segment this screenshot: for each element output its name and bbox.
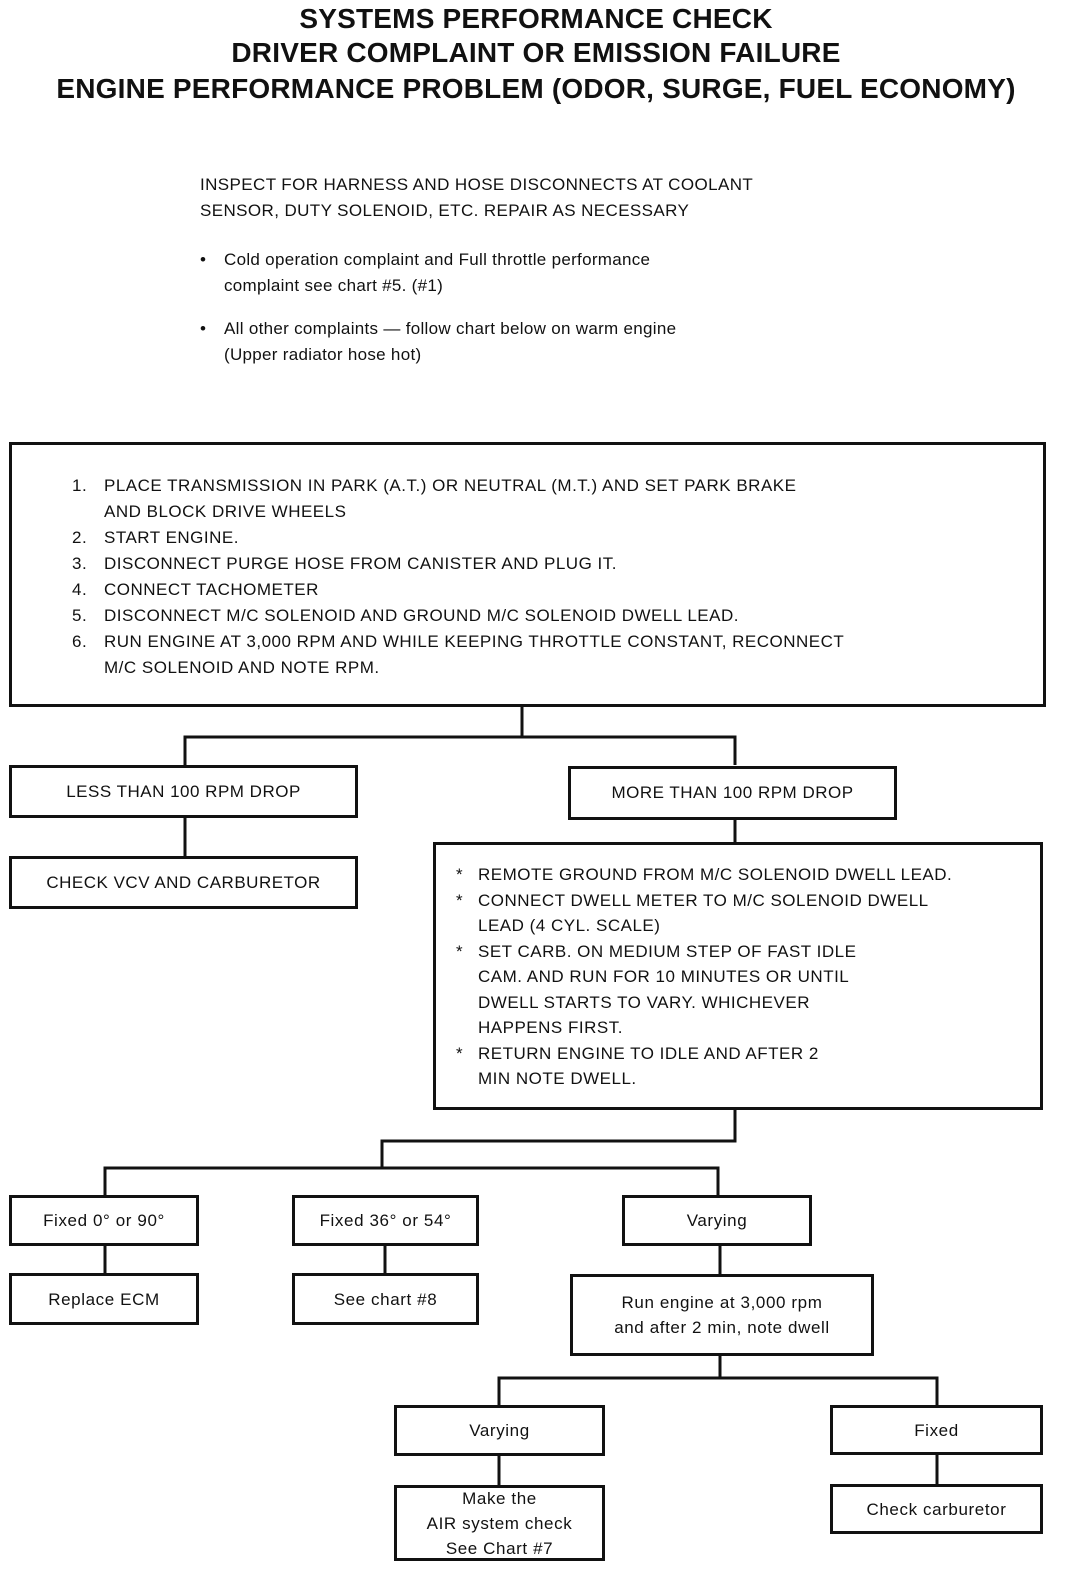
intro-bullet-2-line-2: (Upper radiator hose hot) [224, 345, 422, 364]
step-number: 2. [72, 528, 88, 547]
remote-item: * RETURN ENGINE TO IDLE AND AFTER 2 MIN … [456, 1041, 952, 1092]
node-label: Check carburetor [866, 1499, 1007, 1519]
step-item: 2. START ENGINE. [72, 525, 844, 551]
run-engine-node: Run engine at 3,000 rpm and after 2 min,… [570, 1274, 874, 1356]
intro-bullet-2-line-1: All other complaints — follow chart belo… [224, 319, 677, 338]
intro-line-2: SENSOR, DUTY SOLENOID, ETC. REPAIR AS NE… [200, 201, 690, 220]
connector-split-1 [183, 735, 737, 765]
remote-item-text: HAPPENS FIRST. [478, 1018, 623, 1037]
node-label: Varying [686, 1211, 748, 1230]
asterisk-icon: * [456, 890, 464, 910]
varying-node: Varying [622, 1195, 812, 1246]
remote-item: * REMOTE GROUND FROM M/C SOLENOID DWELL … [456, 862, 952, 888]
see-chart-8-node: See chart #8 [292, 1273, 479, 1325]
node-label: Make the [462, 1488, 537, 1508]
title-line-1: SYSTEMS PERFORMANCE CHECK [299, 3, 773, 34]
intro-bullet-1-line-2: complaint see chart #5. (#1) [224, 276, 444, 295]
step-number: 6. [72, 632, 88, 651]
step-item: 4. CONNECT TACHOMETER [72, 577, 844, 603]
step-text: PLACE TRANSMISSION IN PARK (A.T.) OR NEU… [104, 476, 797, 495]
step-text-cont: AND BLOCK DRIVE WHEELS [104, 502, 347, 521]
step-text-cont: M/C SOLENOID AND NOTE RPM. [104, 658, 380, 677]
steps-list: 1. PLACE TRANSMISSION IN PARK (A.T.) OR … [72, 473, 844, 681]
remote-item-text: SET CARB. ON MEDIUM STEP OF FAST IDLE [478, 941, 857, 961]
bullet-icon: • [200, 319, 207, 338]
step-text: DISCONNECT M/C SOLENOID AND GROUND M/C S… [104, 606, 739, 625]
step-number: 3. [72, 554, 88, 573]
node-label: Replace ECM [48, 1289, 160, 1309]
bullet-icon: • [200, 250, 207, 269]
connector-split-2 [103, 1166, 720, 1195]
remote-item-text: CAM. AND RUN FOR 10 MINUTES OR UNTIL [478, 967, 850, 986]
node-label: LESS THAN 100 RPM DROP [66, 781, 301, 801]
node-label: CHECK VCV AND CARBURETOR [46, 872, 321, 892]
remote-item-text: CONNECT DWELL METER TO M/C SOLENOID DWEL… [478, 890, 929, 910]
title-line-3: ENGINE PERFORMANCE PROBLEM (ODOR, SURGE,… [56, 73, 1016, 104]
remote-item-text: REMOTE GROUND FROM M/C SOLENOID DWELL LE… [478, 865, 953, 884]
fixed-36-or-54-node: Fixed 36° or 54° [292, 1195, 479, 1246]
step-item: 1. PLACE TRANSMISSION IN PARK (A.T.) OR … [72, 473, 844, 525]
title-line-2: DRIVER COMPLAINT OR EMISSION FAILURE [231, 37, 841, 68]
asterisk-icon: * [456, 865, 464, 884]
asterisk-icon: * [456, 941, 464, 961]
connector-remote-split [380, 1110, 737, 1168]
check-vcv-carburetor-node: CHECK VCV AND CARBURETOR [9, 856, 358, 909]
remote-ground-list: * REMOTE GROUND FROM M/C SOLENOID DWELL … [456, 862, 952, 1092]
varying-final-node: Varying [394, 1405, 605, 1456]
node-label: See Chart #7 [445, 1538, 554, 1558]
step-number: 4. [72, 580, 88, 599]
step-item: 3. DISCONNECT PURGE HOSE FROM CANISTER A… [72, 551, 844, 577]
step-number: 5. [72, 606, 88, 625]
node-label: Fixed 0° or 90° [43, 1211, 165, 1230]
less-than-100-rpm-drop-node: LESS THAN 100 RPM DROP [9, 765, 358, 818]
fixed-final-node: Fixed [830, 1405, 1043, 1455]
node-label: MORE THAN 100 RPM DROP [611, 783, 854, 802]
remote-item-text: RETURN ENGINE TO IDLE AND AFTER 2 [478, 1043, 819, 1063]
node-label: AIR system check [426, 1513, 573, 1533]
step-text: RUN ENGINE AT 3,000 RPM AND WHILE KEEPIN… [104, 632, 845, 651]
step-text: DISCONNECT PURGE HOSE FROM CANISTER AND … [104, 554, 617, 573]
intro-bullet-1: • Cold operation complaint and Full thro… [200, 247, 651, 299]
air-system-check-node: Make the AIR system check See Chart #7 [394, 1485, 605, 1561]
node-label: Varying [469, 1421, 530, 1440]
replace-ecm-node: Replace ECM [9, 1273, 199, 1325]
intro-line-1: INSPECT FOR HARNESS AND HOSE DISCONNECTS… [200, 175, 754, 194]
node-label: and after 2 min, note dwell [614, 1318, 830, 1337]
check-carburetor-node: Check carburetor [830, 1484, 1043, 1534]
remote-ground-node: * REMOTE GROUND FROM M/C SOLENOID DWELL … [433, 842, 1043, 1110]
remote-item-text: LEAD (4 CYL. SCALE) [478, 916, 661, 935]
step-number: 1. [72, 476, 88, 495]
remote-item: * SET CARB. ON MEDIUM STEP OF FAST IDLE … [456, 939, 952, 1041]
node-label: Fixed [914, 1420, 959, 1440]
step-text: START ENGINE. [104, 528, 239, 547]
remote-item-text: DWELL STARTS TO VARY. WHICHEVER [478, 992, 810, 1012]
node-label: See chart #8 [333, 1289, 438, 1309]
step-item: 5. DISCONNECT M/C SOLENOID AND GROUND M/… [72, 603, 844, 629]
connector-split-3 [497, 1376, 939, 1405]
intro-bullet-2: • All other complaints — follow chart be… [200, 316, 677, 368]
fixed-0-or-90-node: Fixed 0° or 90° [9, 1195, 199, 1246]
more-than-100-rpm-drop-node: MORE THAN 100 RPM DROP [568, 766, 897, 820]
asterisk-icon: * [456, 1043, 464, 1063]
node-label: Run engine at 3,000 rpm [621, 1293, 823, 1312]
step-text: CONNECT TACHOMETER [104, 580, 319, 599]
steps-box: 1. PLACE TRANSMISSION IN PARK (A.T.) OR … [9, 442, 1046, 707]
node-label: Fixed 36° or 54° [319, 1211, 452, 1230]
remote-item: * CONNECT DWELL METER TO M/C SOLENOID DW… [456, 888, 952, 939]
intro-bullet-1-line-1: Cold operation complaint and Full thrott… [224, 250, 651, 269]
remote-item-text: MIN NOTE DWELL. [478, 1069, 637, 1088]
step-item: 6. RUN ENGINE AT 3,000 RPM AND WHILE KEE… [72, 629, 844, 681]
